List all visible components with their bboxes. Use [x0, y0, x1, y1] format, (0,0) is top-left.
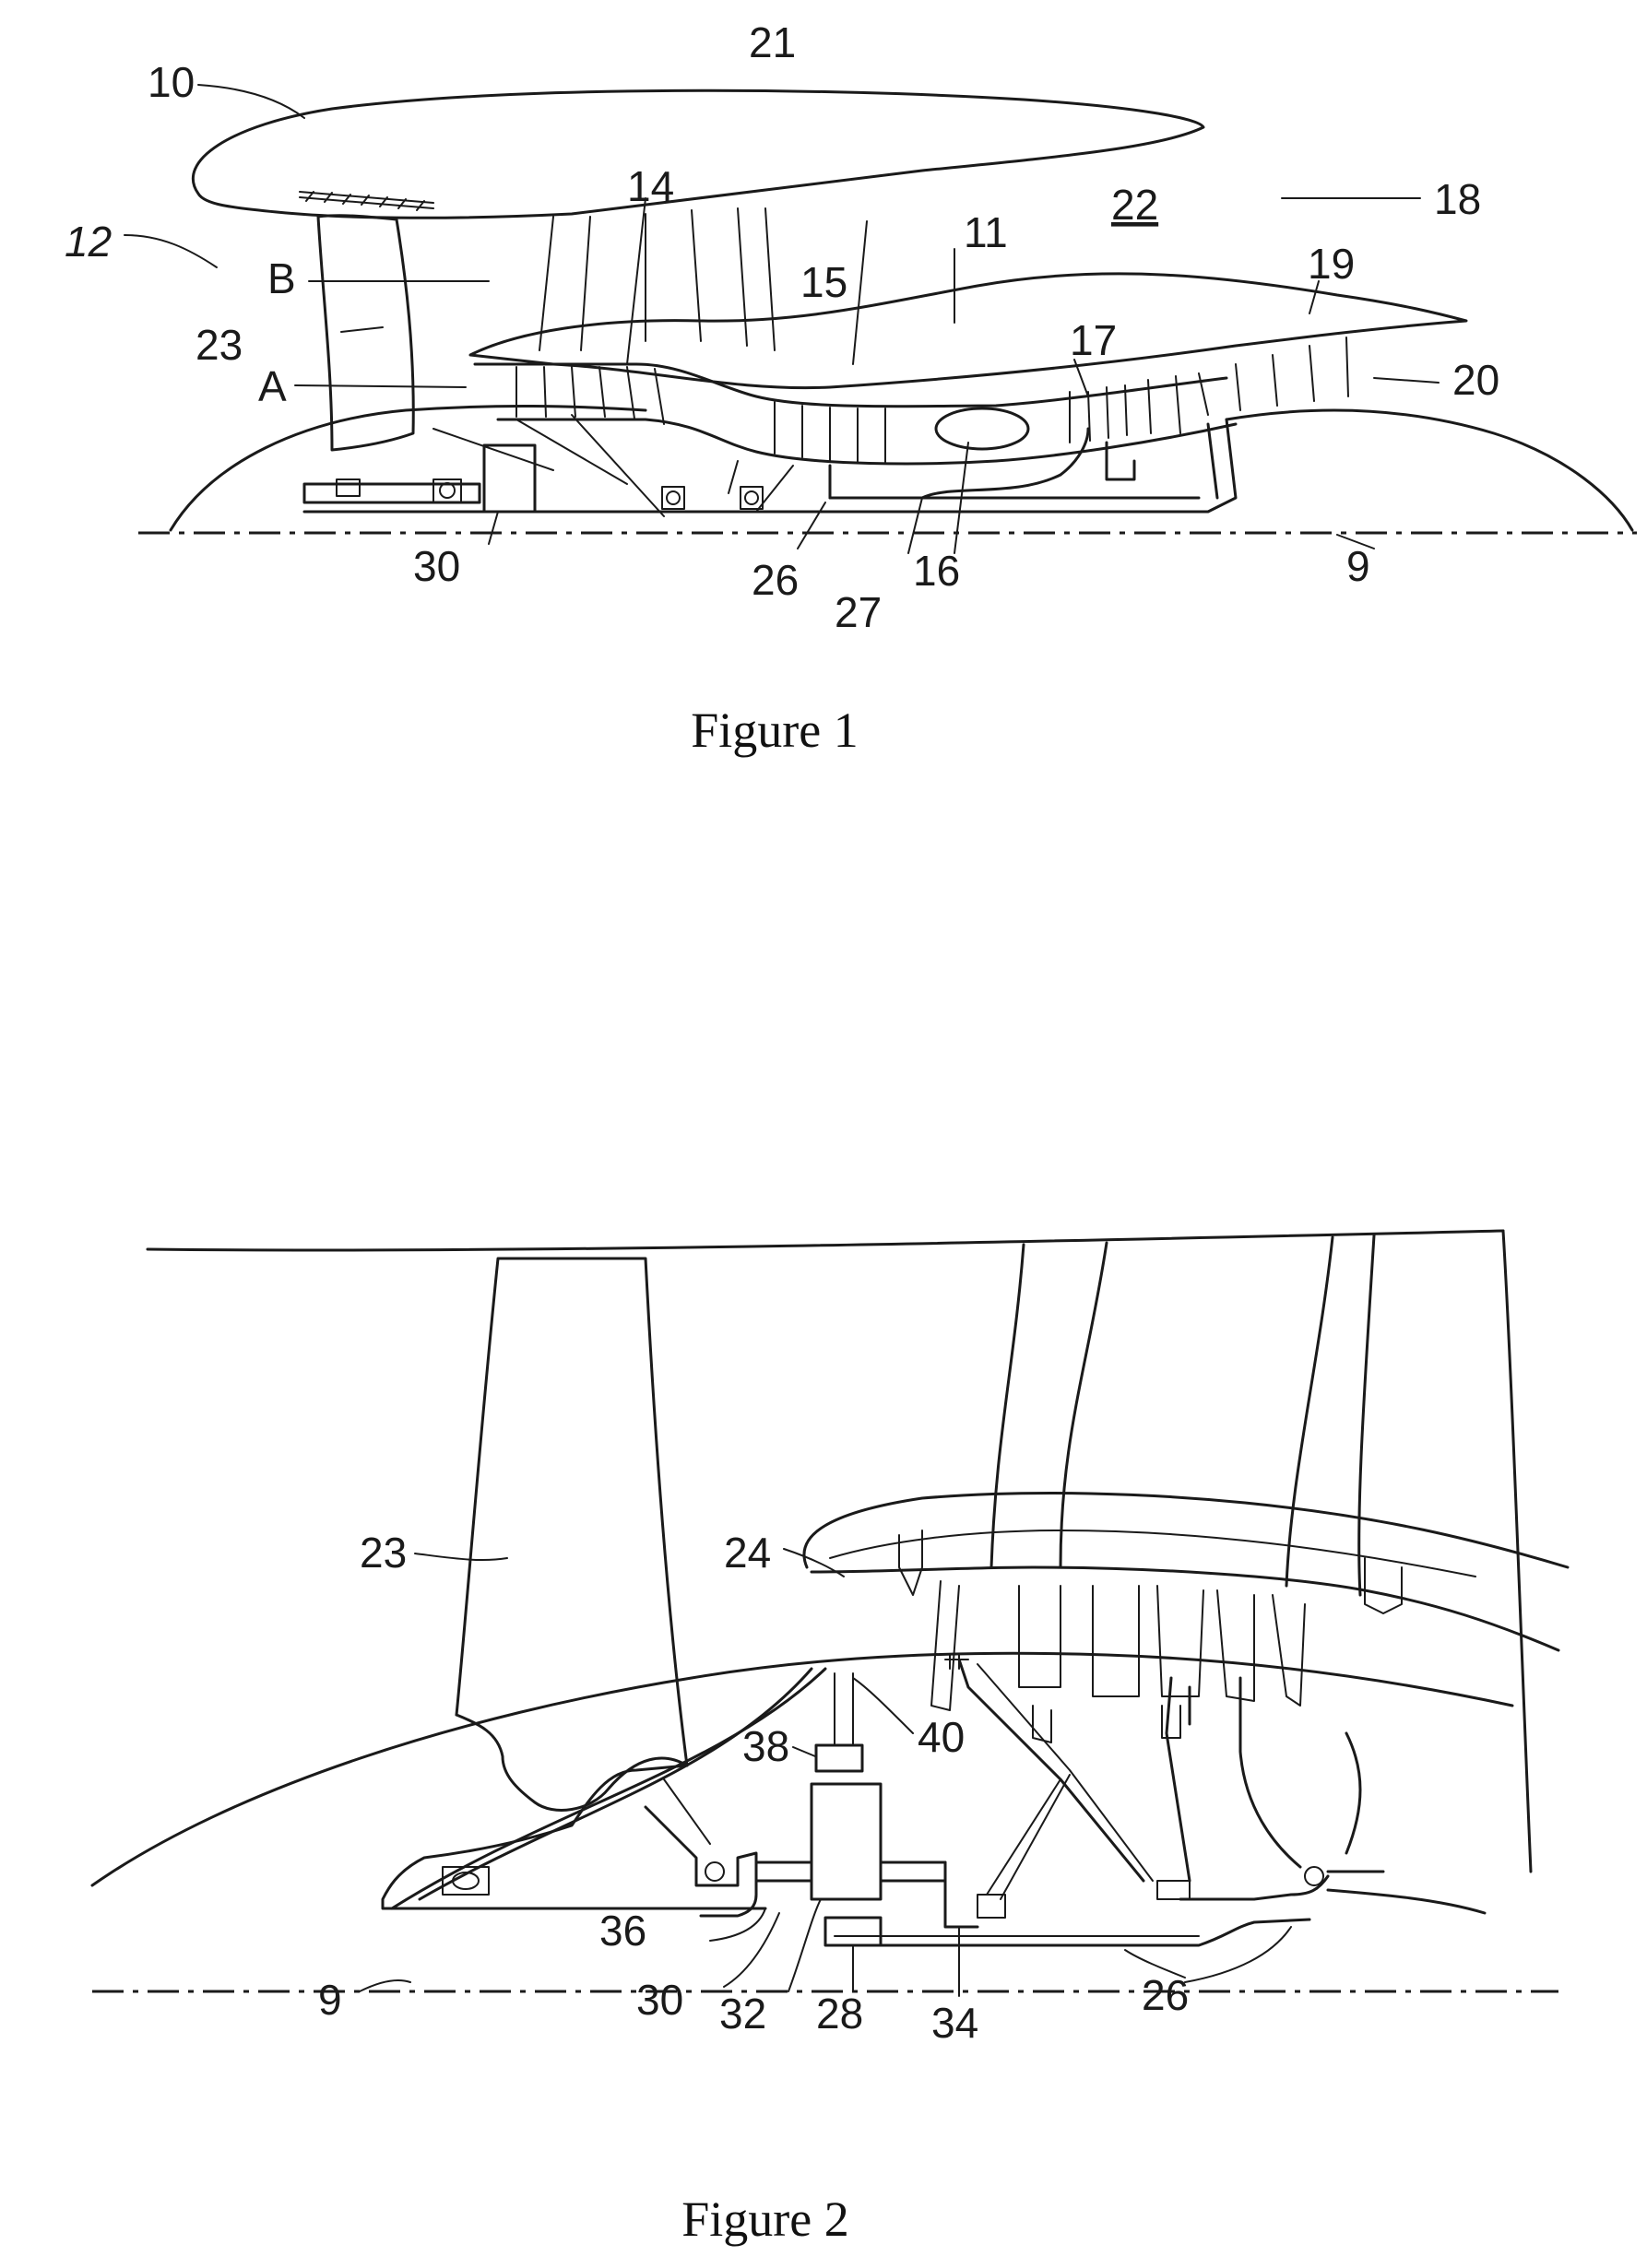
fig1-tail-cone	[1226, 410, 1632, 530]
fig1-nacelle	[193, 90, 1203, 218]
fig2-compressor-vanes	[931, 1581, 1305, 1710]
fig1-label-19: 19	[1308, 240, 1355, 288]
fig2-strut-branch	[987, 1775, 1070, 1899]
fig1-label-11: 11	[964, 208, 1008, 256]
fig1-label-9: 9	[1346, 542, 1370, 590]
fig2-fan-bearing-box	[443, 1867, 489, 1895]
fig2-output-shaft	[881, 1862, 945, 1881]
fig1-label-15: 15	[800, 258, 847, 306]
fig2-input-shaft	[756, 1862, 812, 1881]
fig1-core-inner-wall	[498, 419, 1236, 464]
fig2-label-23: 23	[360, 1529, 407, 1577]
fig2-label-34: 34	[931, 1999, 978, 2047]
fig2-coupling-34	[945, 1862, 978, 1927]
fig1-bearing-housing	[1107, 424, 1217, 498]
fig1-combustor	[936, 408, 1028, 449]
fig1-label-23: 23	[196, 321, 243, 369]
fig1-arrow-A	[295, 385, 466, 387]
fig2-label-36: 36	[599, 1907, 646, 1955]
fig1-support-struts	[433, 415, 793, 516]
fig2-ogv-right-1	[1286, 1237, 1333, 1586]
figure-2-caption: Figure 2	[681, 2191, 849, 2247]
fig2-rear-strut-1	[959, 1660, 1143, 1881]
fig2-outer-casing	[148, 1231, 1503, 1250]
fig2-sensor-38	[816, 1745, 862, 1771]
figure-1: 10 21 14 22 18 12 B 15 11 19 23 17 A 20 …	[65, 18, 1637, 758]
fig2-label-24: 24	[724, 1529, 771, 1577]
fig2-ogv-mid	[1060, 1243, 1107, 1567]
fig1-inlet-liner	[300, 192, 433, 208]
fig2-rear-strut-2	[1167, 1678, 1190, 1881]
fig1-label-30: 30	[413, 542, 460, 590]
fig1-label-20: 20	[1452, 356, 1499, 404]
fig2-fan-disc-arm-inner	[420, 1669, 812, 1899]
fig2-shaft-end-28	[825, 1918, 881, 1945]
fig2-label-32: 32	[719, 1990, 766, 2038]
fig2-label-38: 38	[742, 1722, 789, 1770]
fig2-gearbox-32	[812, 1784, 881, 1899]
fig1-bearing-c-box	[741, 487, 763, 509]
fig2-rear-housing	[1240, 1678, 1300, 1867]
fig2-fan-blade	[456, 1258, 687, 1766]
fig1-label-18: 18	[1434, 175, 1481, 223]
fig2-label-30: 30	[636, 1976, 683, 2024]
fig2-front-bearing-housing	[646, 1807, 756, 1916]
fig1-label-10: 10	[148, 58, 195, 106]
fig1-label-17: 17	[1070, 316, 1117, 364]
fig1-label-21: 21	[749, 18, 796, 66]
fig1-bearing-d-box	[337, 479, 360, 496]
fig1-label-27: 27	[835, 588, 882, 636]
fig1-bearing-b-box	[662, 487, 684, 509]
fig1-bearing-b	[667, 491, 680, 504]
fig1-label-22: 22	[1111, 181, 1158, 229]
fig2-bearing-rear	[1305, 1867, 1323, 1885]
fig2-label-26: 26	[1142, 1971, 1189, 2019]
fig2-rear-housing-arm	[1328, 1733, 1383, 1872]
fig2-bearing-36	[705, 1862, 724, 1881]
fig1-label-14: 14	[627, 162, 674, 210]
fig2-rear-cavity-2	[1162, 1706, 1180, 1738]
fig1-label-16: 16	[913, 547, 960, 595]
fig2-bearing-box-2	[1157, 1881, 1190, 1899]
fig2-ogv-right-2	[1359, 1235, 1374, 1595]
fig2-label-9: 9	[318, 1976, 342, 2024]
fig1-label-12: 12	[65, 218, 112, 266]
fig2-sensor-lead	[835, 1673, 853, 1745]
fig1-label-26: 26	[752, 556, 799, 604]
fig1-arrow-12	[124, 235, 217, 267]
fig1-outlet-guide-vanes	[539, 208, 775, 350]
figure-2: 23 24 38 40 36 9 30 32 28 34 26 Figure 2	[92, 1231, 1568, 2247]
fig2-label-28: 28	[816, 1990, 863, 2038]
fig1-bearing-c	[745, 491, 758, 504]
fig2-splitter-cavity-2	[1365, 1558, 1402, 1613]
fig2-rear-shaft	[1328, 1890, 1485, 1913]
figure-1-caption: Figure 1	[691, 703, 859, 758]
fig2-small-hatch	[945, 1655, 968, 1669]
fig1-label-A: A	[258, 362, 287, 410]
fig2-label-40: 40	[918, 1713, 965, 1761]
fig2-lp-shaft-26	[835, 1920, 1309, 1945]
fig1-label-B: B	[267, 254, 296, 302]
fig2-ogv-left	[991, 1245, 1024, 1567]
